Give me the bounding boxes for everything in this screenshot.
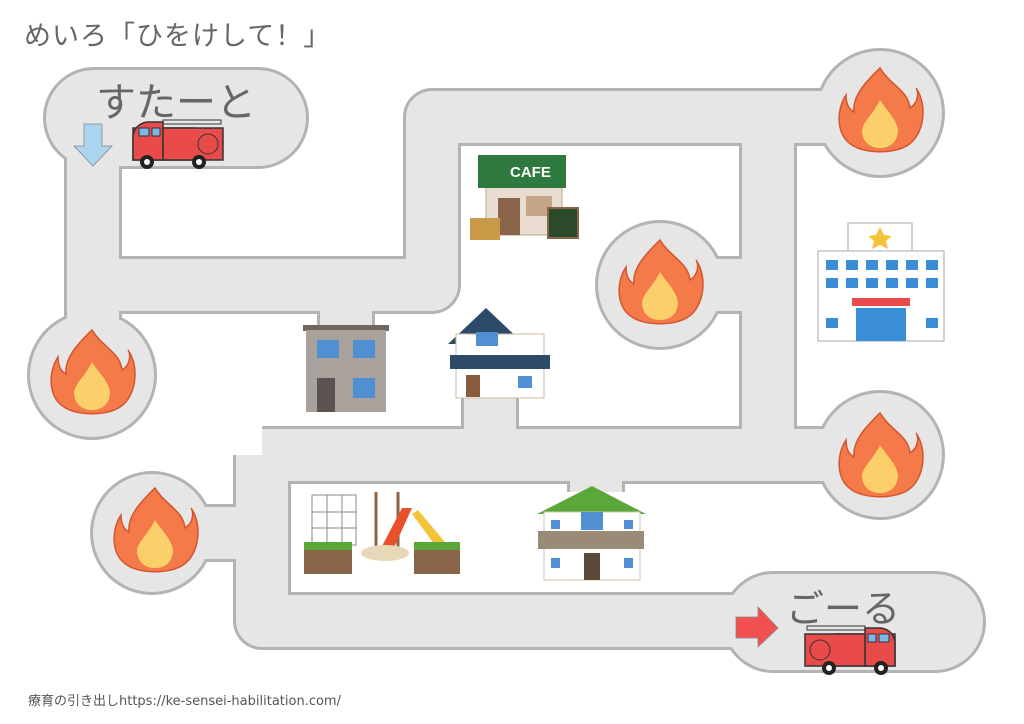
arrow-right-icon	[735, 606, 779, 648]
cafe-icon: CAFE	[470, 155, 579, 240]
page-title: めいろ「ひをけして！」	[24, 21, 332, 52]
apartment-icon	[303, 325, 389, 412]
hospital-icon	[817, 222, 945, 342]
house-icon	[537, 486, 646, 581]
start-label: すたーと	[96, 80, 256, 126]
goal-label: ごーる	[786, 587, 901, 631]
arrow-down-icon	[73, 123, 113, 167]
playground-icon	[304, 492, 460, 574]
cafe-sign: CAFE	[510, 164, 551, 181]
house-icon	[448, 308, 550, 399]
footer-credit: 療育の引き出しhttps://ke-sensei-habilitation.co…	[28, 694, 341, 709]
